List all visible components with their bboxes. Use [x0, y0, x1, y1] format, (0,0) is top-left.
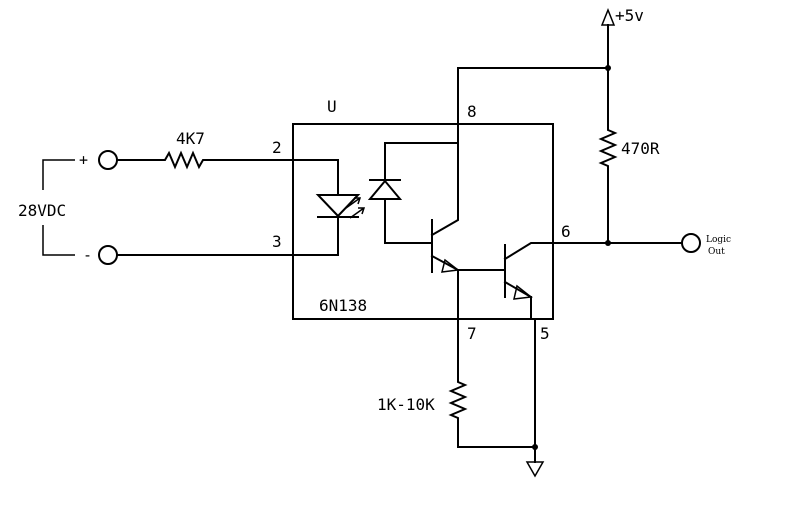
- r-pullup-label: 470R: [621, 139, 660, 158]
- pin8-label: 8: [467, 102, 477, 121]
- pin2-label: 2: [272, 138, 282, 157]
- input-plus-terminal[interactable]: [98, 150, 118, 170]
- pin7-label: 7: [467, 324, 477, 343]
- pin6-label: 6: [561, 222, 571, 241]
- pin5-label: 5: [540, 324, 550, 343]
- q1-emitter-arrow: [441, 258, 460, 273]
- minus-label: -: [83, 246, 92, 264]
- resistor-1k-10k: [448, 318, 536, 448]
- wire-photodiode-cathode: [384, 123, 459, 181]
- wire-pin8-rail: [457, 67, 609, 125]
- resistor-470r: [598, 67, 618, 244]
- ic-part-label: 6N138: [319, 296, 367, 315]
- resistor-4k7: [116, 150, 294, 170]
- wire-led-cathode: [292, 216, 339, 256]
- wire-led-anode: [292, 159, 339, 196]
- logic-out-label-line1: Logic: [706, 235, 731, 245]
- led-emission-arrow-2: [349, 207, 366, 219]
- input-bracket-bottom: [42, 225, 75, 256]
- led-triangle: [315, 194, 361, 218]
- ic-ref-label: U: [327, 97, 337, 116]
- ground-icon: [525, 461, 545, 478]
- logic-out-label-line2: Out: [708, 247, 725, 257]
- pin3-label: 3: [272, 232, 282, 251]
- r-base-label: 1K-10K: [377, 395, 435, 414]
- input-voltage-label: 28VDC: [18, 201, 66, 220]
- input-bracket-top: [42, 159, 75, 190]
- q2-emitter-arrow: [513, 284, 533, 300]
- plus-label: +: [79, 151, 88, 169]
- supply-arrow-icon: [600, 7, 616, 26]
- junction-dot-ground: [532, 444, 538, 450]
- supply-label: +5v: [615, 6, 644, 25]
- logic-out-terminal[interactable]: [681, 233, 701, 253]
- ic-6n138-body: [292, 123, 554, 320]
- r-in-label: 4K7: [176, 129, 205, 148]
- input-minus-terminal[interactable]: [98, 245, 118, 265]
- photodiode-triangle: [367, 179, 403, 200]
- wire-photodiode-anode: [384, 198, 433, 244]
- q2-collector: [503, 242, 554, 261]
- led-emission-arrow-1: [345, 197, 362, 209]
- q1-collector: [430, 123, 459, 237]
